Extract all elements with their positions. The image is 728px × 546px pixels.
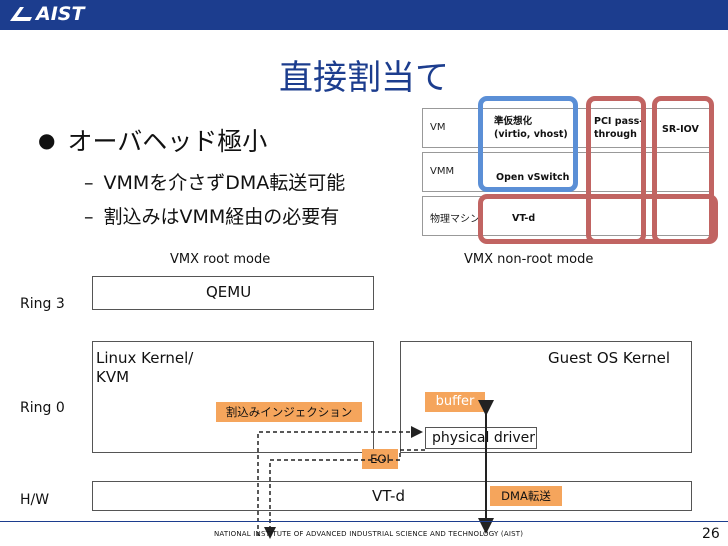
bullet-dot-icon: ● [38,128,56,152]
eoi-arrow [264,449,425,539]
open-vswitch-label: Open vSwitch [496,172,570,183]
footer-institute: NATIONAL INSTITUTE OF ADVANCED INDUSTRIA… [214,530,524,538]
qemu-label: QEMU [206,283,252,301]
dash-icon: – [84,172,94,194]
aist-logo: AIST [8,3,84,25]
interrupt-injection-arrow [257,426,423,536]
slide-title: 直接割当て [279,58,449,98]
dash-icon: – [84,206,94,228]
linux-kernel-box [92,341,374,453]
hw-label: H/W [20,492,50,508]
page-number: 26 [702,526,720,542]
interrupt-injection-tag: 割込みインジェクション [216,402,362,422]
buffer-tag: buffer [425,392,485,412]
logo-text: AIST [36,3,85,25]
bullet-main: ● オーバヘッド極小 [38,122,267,158]
mini-table-label-physical: 物理マシン [430,214,480,225]
pci-passthrough-label-2: through [594,129,637,140]
footer-line [0,521,728,522]
header-bar [0,0,728,30]
para-virtualization-sub: (virtio, vhost) [494,129,568,140]
para-virtualization-label: 準仮想化 [494,116,533,127]
ring3-label: Ring 3 [20,296,65,312]
ring0-label: Ring 0 [20,400,65,416]
sub-bullet-1: –VMMを介さずDMA転送可能 [84,168,345,195]
sub-bullet-text: 割込みはVMM経由の必要有 [103,206,340,228]
mini-table-row-vm [422,108,714,148]
highlight-vtd-row [478,194,718,244]
dma-transfer-tag: DMA転送 [490,486,562,506]
vtd-hw-box [92,481,692,511]
mini-table-label-vmm: VMM [430,166,455,177]
linux-kernel-label-2: KVM [96,368,130,386]
mini-table-label-vm: VM [430,122,446,133]
vtd-hw-label: VT-d [372,487,405,505]
pci-passthrough-label: PCI pass- [594,116,644,127]
aist-logo-mark-icon [10,7,32,21]
sub-bullet-2: –割込みはVMM経由の必要有 [84,202,339,229]
eoi-tag: EOI [362,449,398,469]
highlight-para-virt [478,96,578,192]
vtd-mini-label: VT-d [512,213,536,224]
linux-kernel-label-1: Linux Kernel/ [96,349,194,367]
qemu-box [92,276,374,310]
guest-os-label: Guest OS Kernel [548,349,671,367]
sriov-label: SR-IOV [662,124,699,135]
bullet-main-text: オーバヘッド極小 [67,127,268,156]
vmx-nonroot-mode-label: VMX non-root mode [464,252,594,267]
vmx-root-mode-label: VMX root mode [170,252,271,267]
sub-bullet-text: VMMを介さずDMA転送可能 [103,172,346,194]
